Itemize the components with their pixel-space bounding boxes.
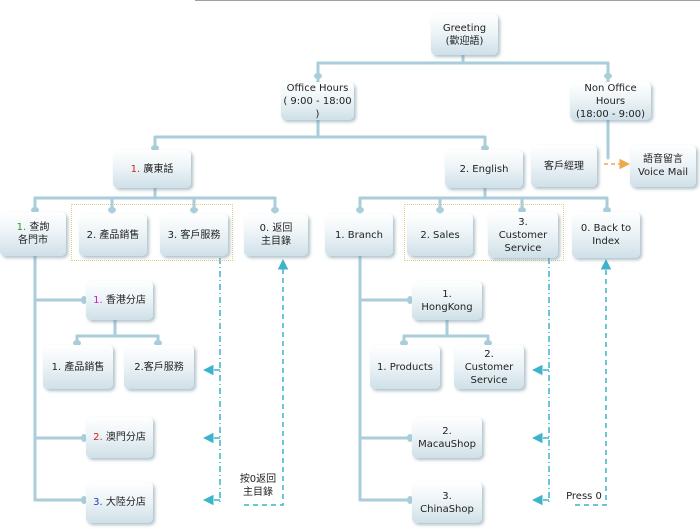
office-hours-label: Office Hours ( 9:00 - 18:00 ) <box>283 82 352 120</box>
china-branch-number: 3. <box>93 497 103 508</box>
cantonese-number: 1. <box>130 163 141 175</box>
e-macau-label: 2. MacauShop <box>418 425 476 450</box>
c-query-number: 1. <box>16 222 27 233</box>
e-china-node: 3. ChinaShop <box>412 482 482 523</box>
e-service-node: 3. Customer Service <box>488 212 558 258</box>
press0-zh-note: 按0返回 主目錄 <box>239 474 277 498</box>
english-sales-service-group <box>404 204 564 261</box>
english-node: 2. English <box>445 150 523 188</box>
macau-branch-label: 澳門分店 <box>102 432 146 443</box>
cantonese-label: 廣東話 <box>140 163 174 175</box>
hk-branch-number: 1. <box>93 295 103 306</box>
press0-en-note: Press 0 <box>566 491 602 502</box>
hk-service-label: 2.客戶服務 <box>134 361 184 373</box>
e-products-node: 1. Products <box>370 345 440 389</box>
c-query-label: 查詢 各門市 <box>17 222 50 246</box>
e-branch-label: 1. Branch <box>335 229 383 241</box>
cantonese-node: 1. 廣東話 <box>113 150 191 188</box>
english-label: 2. English <box>459 163 509 175</box>
greeting-node: Greeting (歡迎語) <box>431 14 498 55</box>
non-office-hours-node: Non Office Hours (18:00 - 9:00) <box>570 82 651 120</box>
cantonese-sales-service-group <box>71 204 233 261</box>
c-sales-node: 2. 產品銷售 <box>79 214 147 256</box>
agent-label: 客戶經理 <box>544 160 584 172</box>
china-branch-label: 大陸分店 <box>102 497 146 508</box>
c-service-node: 3. 客戶服務 <box>160 214 228 256</box>
c-query-node: 1. 查詢 各門市 <box>0 212 66 256</box>
agent-node: 客戶經理 <box>531 145 597 187</box>
non-office-hours-label: Non Office Hours (18:00 - 9:00) <box>575 82 646 120</box>
voice-mail-label: 語音留言 Voice Mail <box>637 154 689 178</box>
macau-branch-node: 2. 澳門分店 <box>86 417 153 458</box>
c-sales-label: 2. 產品銷售 <box>86 229 140 241</box>
e-hongkong-label: 1. HongKong <box>421 288 473 313</box>
greeting-label: Greeting (歡迎語) <box>442 22 487 47</box>
e-products-label: 1. Products <box>377 361 433 373</box>
china-branch-node: 3. 大陸分店 <box>86 482 153 523</box>
voice-mail-node: 語音留言 Voice Mail <box>630 145 696 187</box>
e-cust-service-label: 2. Customer Service <box>464 348 514 386</box>
e-macau-node: 2. MacauShop <box>412 417 482 458</box>
e-hongkong-node: 1. HongKong <box>412 281 482 320</box>
e-sales-node: 2. Sales <box>407 214 473 256</box>
office-hours-node: Office Hours ( 9:00 - 18:00 ) <box>281 82 354 120</box>
top-divider <box>195 0 700 1</box>
macau-branch-number: 2. <box>93 432 103 443</box>
e-back-label: 0. Back to Index <box>580 223 632 247</box>
e-sales-label: 2. Sales <box>420 229 460 241</box>
e-back-node: 0. Back to Index <box>572 212 640 258</box>
hk-products-node: 1. 產品銷售 <box>43 345 113 389</box>
c-back-node: 0. 返回 主目錄 <box>244 214 308 256</box>
hk-service-node: 2.客戶服務 <box>124 345 194 389</box>
e-branch-node: 1. Branch <box>325 214 393 256</box>
hk-products-label: 1. 產品銷售 <box>51 361 105 373</box>
e-china-label: 3. ChinaShop <box>420 490 474 515</box>
c-back-label: 0. 返回 主目錄 <box>259 223 293 247</box>
e-cust-service-node: 2. Customer Service <box>454 345 524 389</box>
c-service-label: 3. 客戶服務 <box>167 229 221 241</box>
e-service-label: 3. Customer Service <box>498 216 548 254</box>
hk-branch-node: 1. 香港分店 <box>86 281 153 320</box>
hk-branch-label: 香港分店 <box>102 295 146 306</box>
